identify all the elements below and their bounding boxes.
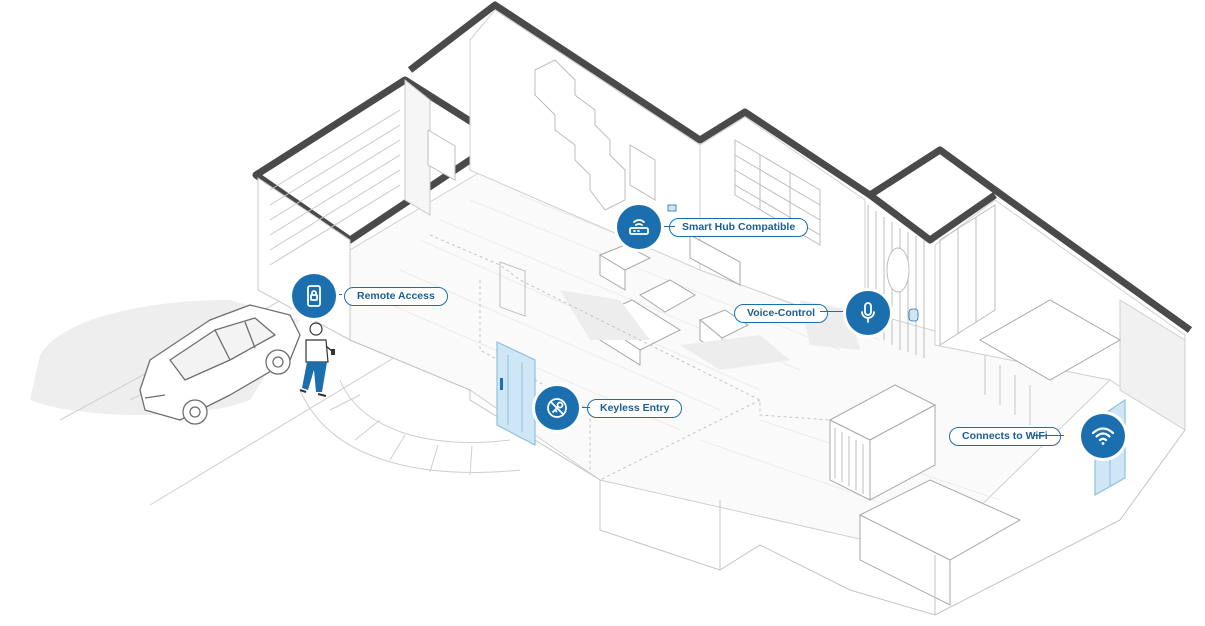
wardrobe	[939, 204, 996, 346]
no-key-icon	[535, 386, 579, 430]
feature-label: Voice-Control	[734, 303, 829, 323]
feature-wifi: Connects to WiFi	[949, 414, 1125, 458]
hub-device	[667, 204, 677, 212]
feature-keyless-entry: Keyless Entry	[535, 386, 683, 430]
dining-chairs	[984, 355, 1031, 425]
feature-smart-hub: Smart Hub Compatible	[617, 205, 809, 249]
car	[139, 304, 301, 425]
connector-voice-control	[820, 311, 860, 313]
wifi-icon	[1080, 414, 1125, 458]
main-wall-top	[407, 1, 1193, 333]
person	[299, 322, 335, 397]
stairs	[534, 59, 626, 211]
feature-label: Keyless Entry	[587, 398, 683, 418]
speaker-device	[908, 308, 919, 322]
garage-door	[269, 109, 401, 266]
feature-label: Connects to WiFi	[949, 426, 1061, 446]
kitchen-slats	[834, 428, 864, 494]
lower-walls	[349, 339, 1186, 616]
microphone-icon	[846, 291, 891, 335]
feature-voice-control: Voice-Control	[734, 291, 891, 335]
front-door	[496, 341, 536, 446]
feature-remote-access: Remote Access	[292, 274, 448, 318]
walkway	[299, 379, 521, 476]
phone-lock-icon	[292, 274, 336, 318]
feature-label: Remote Access	[344, 286, 448, 306]
kitchen	[828, 299, 1122, 606]
feature-label: Smart Hub Compatible	[669, 217, 809, 237]
router-icon	[617, 205, 661, 249]
connector-wifi	[1034, 435, 1064, 437]
inner-wall-top	[867, 192, 997, 244]
